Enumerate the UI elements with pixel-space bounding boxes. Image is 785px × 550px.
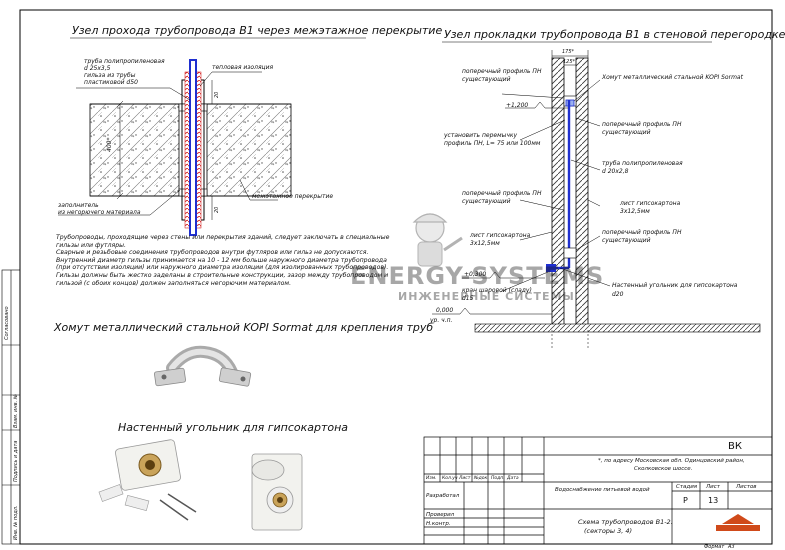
col-date: Дата xyxy=(507,476,519,481)
pp-pipe-1: труба полипропиленовая xyxy=(602,160,683,167)
side-inv: Инв. № подл. xyxy=(13,505,19,541)
sheet-header: Лист xyxy=(706,484,720,490)
profile-top-1: поперечный профиль ПН xyxy=(462,68,542,75)
filler-label-2: из негорючего материала xyxy=(58,209,141,216)
level-1200: +1,200 xyxy=(506,102,529,109)
insulation-label: тепловая изоляция xyxy=(212,64,274,71)
stage-value: Р xyxy=(683,496,688,505)
side-signature: Подпись и дата xyxy=(13,440,19,482)
pipe-label-3: гильза из трубы xyxy=(84,72,136,79)
filler-label-1: заполнитель xyxy=(58,202,99,209)
side-agreed: Согласовано xyxy=(4,306,10,340)
note-line: (при отсутствии изоляции) или наружного … xyxy=(56,264,389,272)
bracket-photo-1 xyxy=(98,439,197,521)
address-line-1: *, по адресу Московская обл. Одинцовский… xyxy=(598,458,745,464)
note-line: Внутренний диаметр гильзы принимается на… xyxy=(56,256,387,264)
pipe-label-1: труба полипропиленовая xyxy=(84,58,165,65)
company-logo xyxy=(716,514,760,531)
dim-125: 125* xyxy=(563,59,576,65)
dim-20-bottom: 20 xyxy=(214,206,220,213)
slab-label: межэтажное перекрытие xyxy=(252,193,334,200)
level-300: +0,300 xyxy=(464,271,487,278)
note-line: Гильзы должны быть жестко заделаны в стр… xyxy=(56,271,389,279)
pipe-label-2: d 25х3,5 xyxy=(84,65,111,72)
profile-left2-2: существующий xyxy=(462,198,511,205)
bracket-label-2: d20 xyxy=(612,291,624,298)
profile-left2-1: поперечный профиль ПН xyxy=(462,190,542,197)
gkl-left-2: 3х12,5мм xyxy=(470,240,500,247)
format-label: Формат xyxy=(704,544,725,550)
watermark-subtitle: ИНЖЕНЕРНЫЕ СИСТЕМЫ xyxy=(398,290,575,303)
valve-1: кран шаровой (сладу) xyxy=(462,287,532,294)
watermark-mascot xyxy=(412,213,463,267)
address-line-2: Сколковское шоссе. xyxy=(634,466,693,472)
gkl-left-1: лист гипсокартона xyxy=(470,232,531,239)
sheet-value: 13 xyxy=(708,496,719,505)
node2-drawing xyxy=(432,50,761,348)
bracket-photo-2 xyxy=(251,453,303,531)
col-izm: Изм. xyxy=(426,476,437,481)
floor-level: ур. ч.п. xyxy=(430,317,453,324)
dim-175: 175* xyxy=(562,49,575,55)
system-name: Водоснабжение питьевой водой xyxy=(555,487,650,493)
dim-20-top: 20 xyxy=(214,91,220,98)
side-replace: Взам. инв. № xyxy=(13,394,19,428)
checked-label: Проверил xyxy=(426,512,455,518)
gkl-right-2: 3х12,5мм xyxy=(620,208,650,215)
gkl-right-1: лист гипсокартона xyxy=(620,200,681,207)
dim-400: 400* xyxy=(106,137,113,152)
note-line: гильзой (с обоих концов) должен заполнят… xyxy=(56,279,292,287)
section-title-node2: Узел прокладки трубопровода В1 в стеново… xyxy=(444,28,785,41)
note-line: Трубопроводы, проходящие через стены или… xyxy=(56,234,390,241)
note-line: Сварные и резьбовые соединения трубопров… xyxy=(56,249,369,257)
pipe-label-4: пластиковой d50 xyxy=(84,79,138,86)
profile-right1-1: поперечный профиль ПН xyxy=(602,121,682,128)
jumper-1: установить перемычку xyxy=(444,132,518,139)
section-title-bracket: Настенный угольник для гипсокартона xyxy=(118,421,349,434)
jumper-2: профиль ПН, L= 75 или 100мм xyxy=(444,140,541,147)
profile-right2-2: существующий xyxy=(602,237,651,244)
section-title-clamp: Хомут металлический стальной KOPI Sormat… xyxy=(54,321,434,334)
pp-pipe-2: d 20х2,8 xyxy=(602,168,629,175)
sheets-header: Листов xyxy=(736,484,757,490)
profile-right2-1: поперечный профиль ПН xyxy=(602,229,682,236)
col-ndoc: №док. xyxy=(474,476,489,481)
nkontr-label: Н.контр. xyxy=(426,521,451,527)
title-block-grid xyxy=(423,436,773,545)
col-list: Лист xyxy=(459,476,471,481)
stage-header: Стадия xyxy=(676,484,698,490)
side-stamp-grid xyxy=(1,269,21,545)
developed-label: Разработал xyxy=(426,493,460,499)
valve-2: d15 xyxy=(462,295,474,302)
level-0: 0,000 xyxy=(436,307,454,314)
profile-top-2: существующий xyxy=(462,76,511,83)
clamp-photo xyxy=(154,345,252,387)
col-podp: Подп. xyxy=(491,476,505,481)
profile-right1-2: существующий xyxy=(602,129,651,136)
watermark-brand: ENERGY-SYSTEMS xyxy=(350,262,605,290)
format-value: А3 xyxy=(728,544,735,550)
col-kol: Кол.уч xyxy=(442,476,458,481)
note-line: гильзы или футляры. xyxy=(56,241,126,249)
bracket-label-1: Настенный угольник для гипсокартона xyxy=(612,282,738,289)
node1-drawing xyxy=(58,59,292,236)
clamp-label: Хомут металлический стальной KOPI Sormat xyxy=(602,74,743,81)
notes-paragraph: Трубопроводы, проходящие через стены или… xyxy=(56,234,389,287)
doc-code: ВК xyxy=(728,441,742,452)
drawing-title-2: (секторы 3, 4) xyxy=(584,527,633,535)
section-title-node1: Узел прохода трубопровода В1 через межэт… xyxy=(72,24,443,37)
drawing-title-1: Схема трубопроводов В1-2. xyxy=(578,518,673,526)
